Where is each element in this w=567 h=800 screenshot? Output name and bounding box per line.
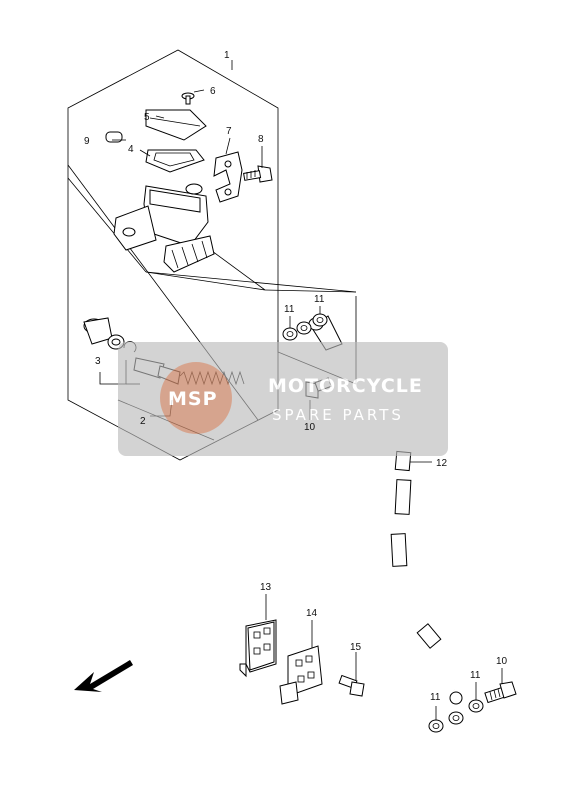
callout-7: 7 — [226, 126, 232, 137]
washer-11b — [296, 321, 312, 335]
watermark: MSP MOTORCYCLE SPARE PARTS — [118, 342, 448, 456]
callout-14: 14 — [306, 608, 318, 619]
washer-11d — [428, 719, 444, 733]
callout-8: 8 — [258, 134, 264, 145]
callout-13: 13 — [260, 582, 272, 593]
callout-10a: 10 — [304, 422, 316, 433]
front-direction-arrow-icon — [74, 660, 133, 692]
handlebar-clamp — [213, 151, 243, 203]
callout-11d: 11 — [470, 670, 481, 681]
hose-bracket-14 — [279, 620, 323, 705]
callout-3: 3 — [95, 356, 101, 367]
watermark-banner — [118, 342, 448, 456]
watermark-title: MOTORCYCLE — [268, 375, 423, 397]
bracket-bolt — [338, 652, 365, 697]
washer-11a — [282, 327, 298, 341]
master-cylinder-body — [113, 183, 215, 273]
diaphragm-plate — [145, 149, 205, 173]
callout-10b: 10 — [496, 656, 508, 667]
clamp-bolt — [243, 165, 273, 183]
hose-bracket-13 — [239, 594, 277, 678]
watermark-subtitle: SPARE PARTS — [272, 406, 404, 424]
callout-labels: 1 2 3 4 5 6 7 8 9 10 10 11 11 11 11 12 1… — [84, 50, 508, 703]
watermark-badge-text: MSP — [168, 388, 218, 410]
callout-15: 15 — [350, 642, 362, 653]
callout-12: 12 — [436, 458, 448, 469]
callout-11a: 11 — [284, 304, 295, 315]
washer-11e — [468, 699, 484, 713]
callout-6: 6 — [210, 86, 216, 97]
callout-5: 5 — [144, 112, 150, 123]
callout-2: 2 — [140, 416, 146, 427]
rubber-plug — [105, 131, 123, 143]
cap-screw — [181, 92, 195, 105]
callout-4: 4 — [128, 144, 134, 155]
piston-boot — [83, 317, 113, 345]
callout-9: 9 — [84, 136, 90, 147]
union-bolt-bottom — [484, 681, 517, 704]
washer-11c — [312, 313, 328, 327]
callout-1: 1 — [224, 50, 230, 61]
watermark-badge — [160, 362, 232, 434]
callout-11c: 11 — [430, 692, 441, 703]
reservoir-cap — [145, 109, 207, 141]
callout-11b: 11 — [314, 294, 325, 305]
